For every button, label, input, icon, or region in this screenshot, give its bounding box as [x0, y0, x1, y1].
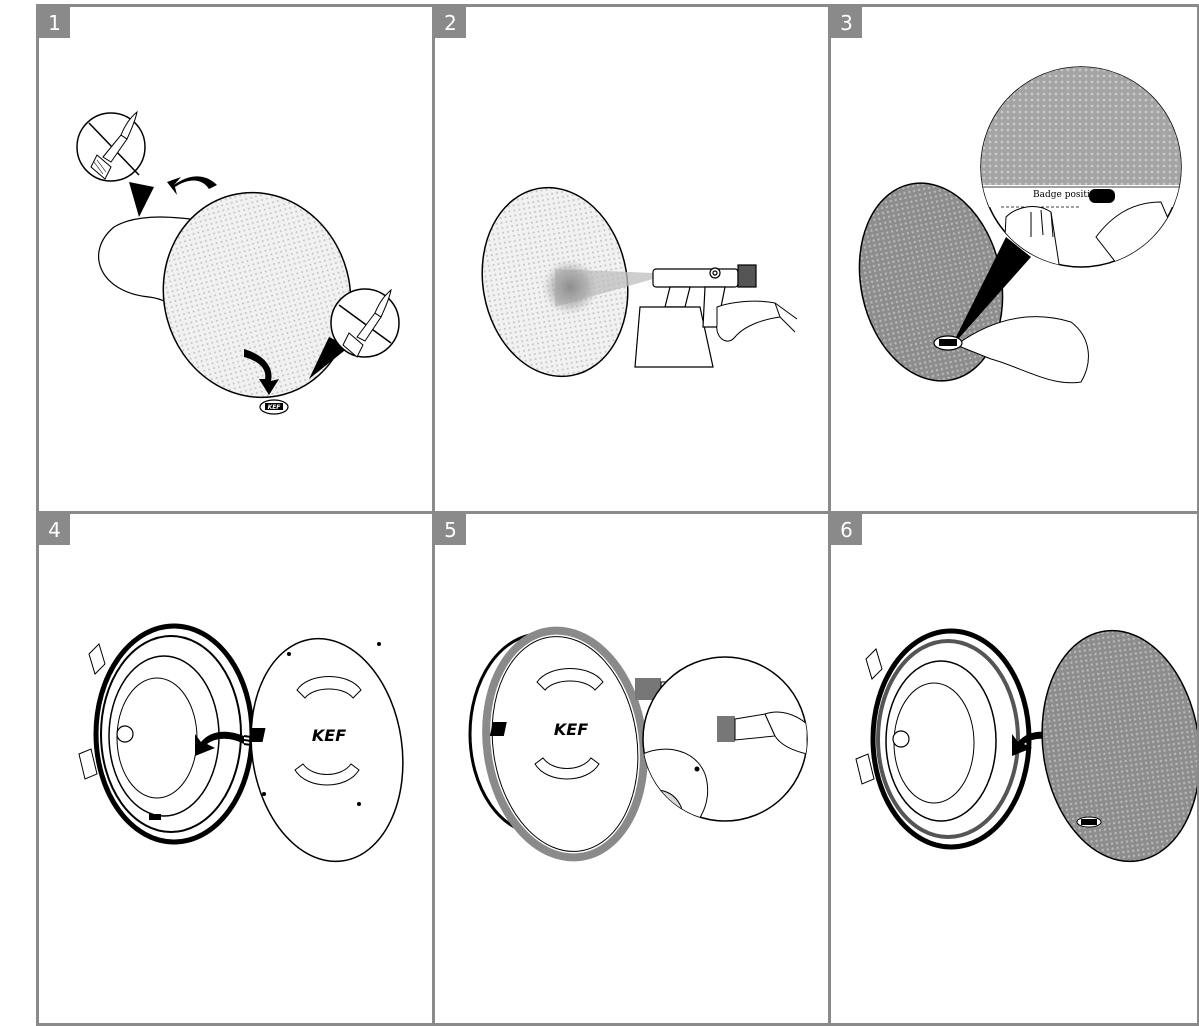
- panel-1: 1: [36, 4, 435, 514]
- badge-logo-text: KEF: [268, 404, 282, 411]
- panel-4-illustration: KEF: [39, 514, 435, 1026]
- panel-5: 5 KEF: [432, 511, 831, 1026]
- grille-disc: [1028, 620, 1199, 871]
- panel-1-illustration: KEF: [39, 7, 435, 514]
- panel-5-illustration: KEF: [435, 514, 831, 1026]
- plate-logo-text: KEF: [312, 726, 346, 745]
- plate-logo-text: KEF: [554, 720, 588, 739]
- panel-2-illustration: [435, 7, 831, 514]
- no-brush-icon: [77, 112, 154, 217]
- lift-arrow: [167, 176, 217, 195]
- panel-4: 4 KEF: [36, 511, 435, 1026]
- grille-disc: [141, 171, 374, 418]
- rim-callout: [643, 657, 807, 834]
- panel-3-illustration: Badge position: [831, 7, 1199, 514]
- ceiling-speaker: [856, 631, 1029, 847]
- mounting-plate: KEF: [237, 629, 417, 872]
- panel-2: 2: [432, 4, 831, 514]
- kef-badge: KEF: [260, 400, 288, 414]
- panel-6: 6: [828, 511, 1199, 1026]
- panel-3: 3: [828, 4, 1199, 514]
- badge-position-label: Badge position: [1033, 190, 1101, 200]
- panel-6-illustration: [831, 514, 1199, 1026]
- hand: [717, 301, 780, 341]
